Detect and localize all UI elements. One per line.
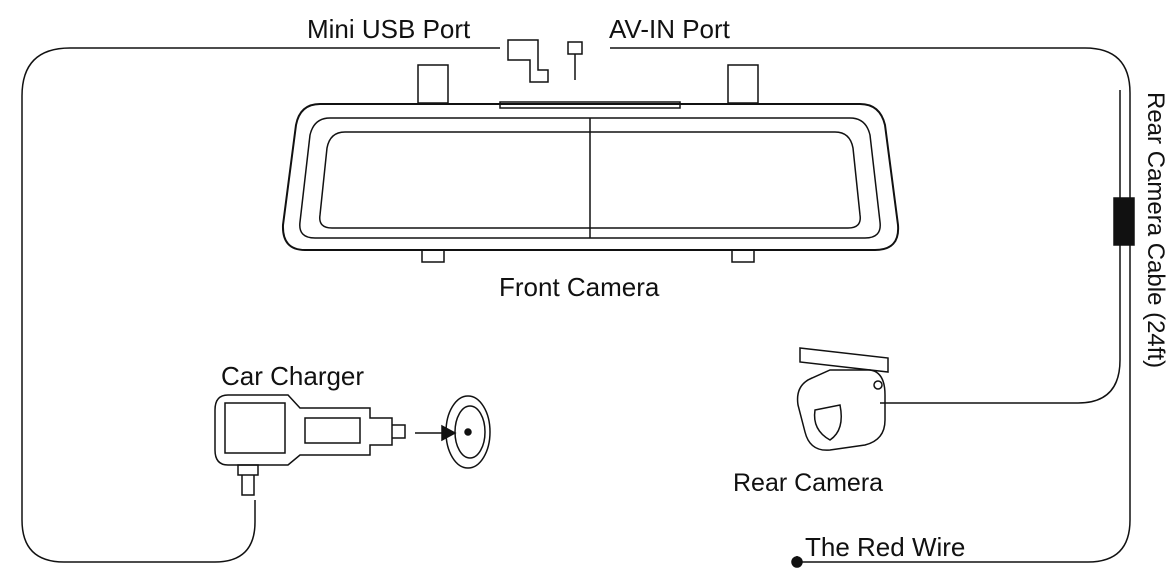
cigarette-socket-icon <box>445 395 491 469</box>
rear-camera-label: Rear Camera <box>733 469 884 497</box>
power-cable <box>21 47 500 563</box>
car-charger-label: Car Charger <box>221 361 365 391</box>
red-wire-cable <box>610 47 1131 568</box>
arrow-icon <box>415 424 457 442</box>
car-charger-icon <box>214 394 406 496</box>
av-in-port-label: AV-IN Port <box>609 14 730 44</box>
av-in-plug-icon <box>567 41 583 80</box>
rear-camera-icon <box>796 347 889 451</box>
mini-usb-port-label: Mini USB Port <box>307 14 471 44</box>
red-wire-label: The Red Wire <box>805 532 966 562</box>
mini-usb-connector-icon <box>507 39 549 83</box>
rear-camera-cable-label: Rear Camera Cable (24ft) <box>1142 92 1169 369</box>
front-camera-mirror <box>281 64 900 263</box>
rear-camera-cable <box>880 90 1135 404</box>
front-camera-label: Front Camera <box>499 272 660 302</box>
